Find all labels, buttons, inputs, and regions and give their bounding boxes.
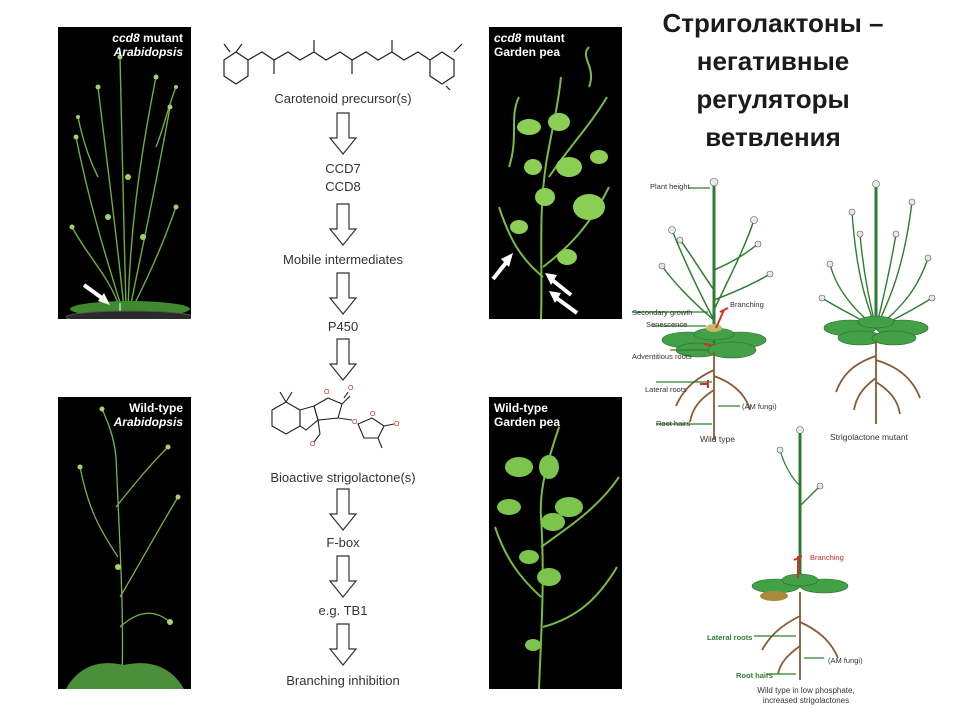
lowp-plant-diagram [751, 426, 849, 680]
label-lateral-roots: Lateral roots [645, 385, 687, 394]
svg-text:O: O [394, 421, 400, 428]
lowp-label-branching: Branching [810, 553, 844, 562]
svg-text:O: O [310, 441, 316, 448]
pathway-step-fbox: F-box [326, 535, 360, 550]
pathway-step-branching-inhibition: Branching inhibition [286, 673, 400, 688]
pathway-step-p450: P450 [327, 319, 359, 334]
lowp-label-lateral-roots: Lateral roots [707, 633, 753, 642]
arabidopsis-mutant-drawing [65, 54, 191, 319]
photo-caption: ccd8 mutant Arabidopsis [112, 31, 183, 59]
arabidopsis-wildtype-drawing [66, 406, 184, 689]
carotenoid-structure-icon [223, 40, 463, 90]
label-secondary-growth: Secondary growth [632, 308, 693, 317]
mutant-plant-diagram [818, 180, 936, 424]
pathway-step-tb1: e.g. TB1 [318, 603, 368, 618]
pathway-step-bioactive-strigolactone: Bioactive strigolactone(s) [270, 470, 416, 485]
label-adventitious-roots: Adventitious roots [632, 352, 692, 361]
strigolactone-structure-icon: O O O O O O [271, 385, 400, 449]
label-senescence: Senescence [646, 320, 688, 329]
photo-caption: Wild-type Garden pea [494, 401, 561, 429]
pathway-step-ccd8: CCD8 [325, 179, 361, 194]
lowp-label-root-hairs: Root hairs [736, 671, 774, 680]
down-arrow-icon [328, 338, 358, 381]
pathway-step-ccd7: CCD7 [325, 161, 361, 176]
pea-mutant-drawing [491, 46, 610, 319]
down-arrow-icon [328, 555, 358, 598]
pea-wildtype-drawing [494, 426, 620, 689]
svg-text:O: O [324, 389, 330, 396]
down-arrow-icon [328, 623, 358, 666]
photo-wildtype-garden-pea: Wild-type Garden pea [489, 397, 622, 689]
photo-ccd8-garden-pea: ccd8 mutant Garden pea [489, 27, 622, 319]
down-arrow-icon [328, 488, 358, 531]
down-arrow-icon [328, 272, 358, 315]
lowp-caption: Wild type in low phosphate, increased st… [757, 686, 855, 705]
photo-ccd8-arabidopsis: ccd8 mutant Arabidopsis [58, 27, 191, 319]
lowp-label-am-fungi: (AM fungi) [828, 656, 863, 665]
svg-text:O: O [370, 411, 376, 418]
svg-text:O: O [352, 419, 358, 426]
down-arrow-icon [328, 112, 358, 155]
wildtype-plant-diagram [632, 177, 774, 440]
photo-caption: Wild-type Arabidopsis [113, 401, 183, 429]
pathway-step-mobile-intermediates: Mobile intermediates [283, 252, 403, 267]
mutant-caption: Strigolactone mutant [830, 432, 908, 442]
photo-caption: ccd8 mutant Garden pea [494, 31, 565, 59]
down-arrow-icon [328, 203, 358, 246]
label-plant-height: Plant height [650, 182, 690, 191]
svg-text:O: O [348, 385, 354, 392]
slide-title: Стриголактоны – негативные регуляторы ве… [662, 8, 884, 152]
pathway-step-carotenoid: Carotenoid precursor(s) [274, 91, 412, 106]
label-branching: Branching [730, 300, 764, 309]
label-am-fungi: (AM fungi) [742, 402, 777, 411]
label-root-hairs: Root hairs [656, 419, 691, 428]
wildtype-caption: Wild type [700, 434, 735, 444]
photo-wildtype-arabidopsis: Wild-type Arabidopsis [58, 397, 191, 689]
